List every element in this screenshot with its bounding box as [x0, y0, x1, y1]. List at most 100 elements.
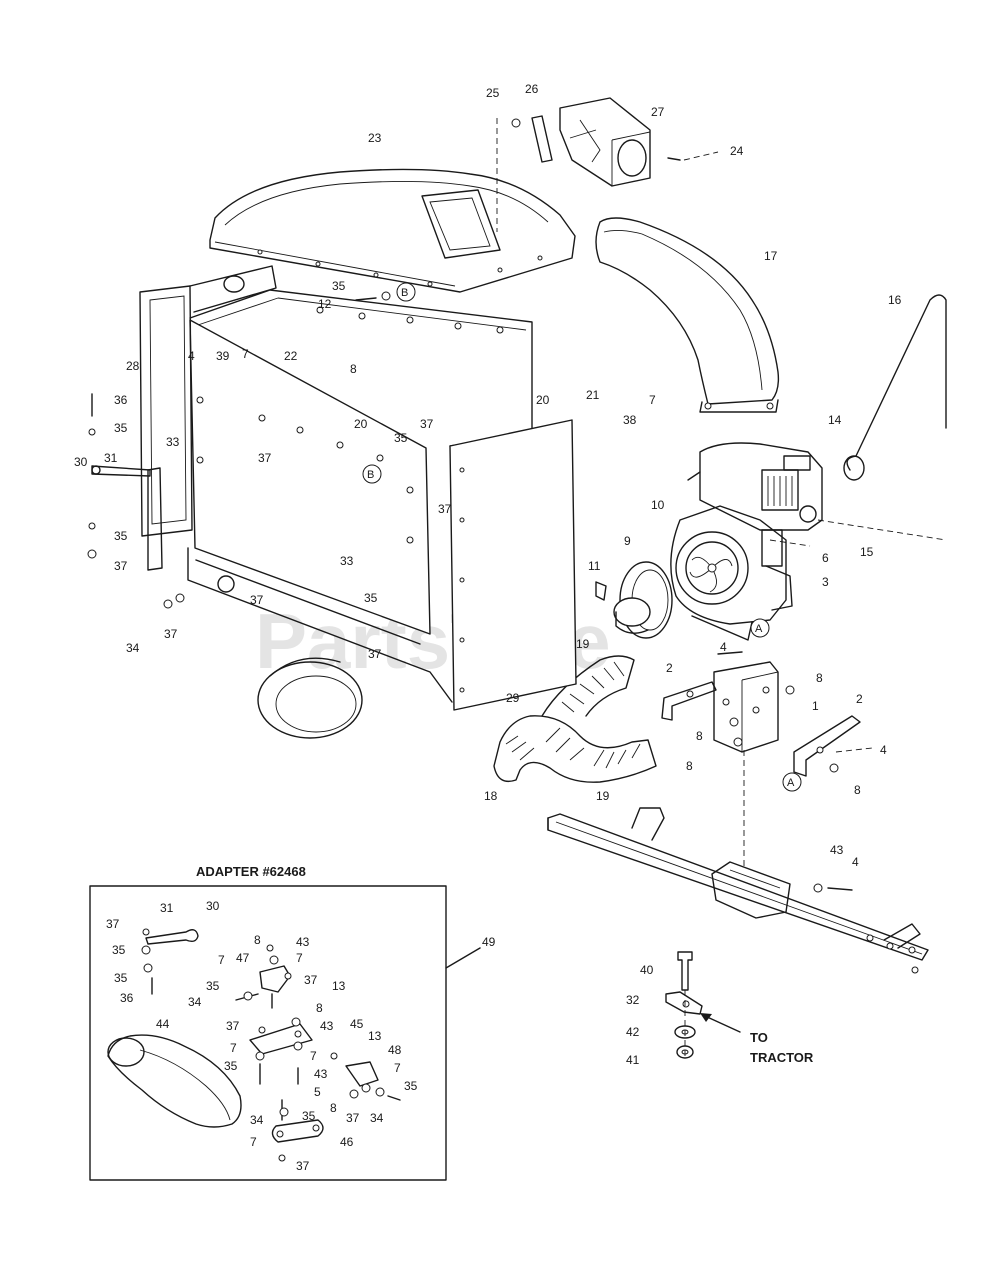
callout-2-b: 2: [856, 692, 863, 706]
adapter-callout-35-e: 35: [404, 1079, 418, 1093]
tractor-arrow: [704, 1015, 741, 1033]
callout-42: 42: [626, 1025, 640, 1039]
adapter-callout-48: 48: [388, 1043, 402, 1057]
callout-33-a: 33: [166, 435, 180, 449]
svg-text:B: B: [367, 469, 374, 481]
adapter-callout-43-c: 43: [314, 1067, 328, 1081]
callout-4-c: 4: [852, 855, 859, 869]
callout-37-g: 37: [368, 647, 382, 661]
callout-14: 14: [828, 413, 842, 427]
callout-7-a: 7: [649, 393, 656, 407]
adapter-callout-43-b: 43: [320, 1019, 334, 1033]
callout-26: 26: [525, 82, 539, 96]
strap-part-2-right: [793, 715, 861, 777]
adapter-callout-8-c: 8: [330, 1101, 337, 1115]
callout-8-d: 8: [854, 783, 861, 797]
adapter-callout-34-b: 34: [370, 1111, 384, 1125]
adapter-callout-7-d: 7: [310, 1049, 317, 1063]
adapter-callout-7-f: 7: [250, 1135, 257, 1149]
adapter-callout-7-b: 7: [218, 953, 225, 967]
adapter-callout-35-d: 35: [224, 1059, 238, 1073]
callout-21: 21: [586, 388, 600, 402]
bolt-part-4-frame: [813, 883, 853, 893]
washer-34-left: [163, 599, 173, 609]
callout-8-c: 8: [686, 759, 693, 773]
svg-text:B: B: [401, 287, 408, 299]
dipstick-part-16: [817, 294, 947, 541]
gasket-part-26: [531, 115, 553, 163]
hood-part-23: [209, 118, 576, 293]
callout-15: 15: [860, 545, 874, 559]
marker-a-engine: A: [750, 618, 770, 638]
adapter-callout-35-a: 35: [112, 943, 126, 957]
svg-text:A: A: [755, 623, 763, 635]
washer-35-left: [88, 428, 96, 436]
hitch-plate-part-32: [665, 991, 703, 1015]
adapter-callout-43-a: 43: [296, 935, 310, 949]
callout-28: 28: [126, 359, 140, 373]
adapter-inset: ADAPTER #62468 49: [89, 864, 496, 1181]
handle-part-30-31: [91, 465, 151, 477]
nut-37-mid: [175, 593, 185, 603]
adapter-callout-37-c: 37: [226, 1019, 240, 1033]
adapter-callout-35-c: 35: [206, 979, 220, 993]
callout-9: 9: [624, 534, 631, 548]
hitch-bolt-part-40: [677, 951, 693, 991]
callout-18: 18: [484, 789, 498, 803]
adapter-callout-44: 44: [156, 1017, 170, 1031]
callout-19-b: 19: [596, 789, 610, 803]
leader-bolt-4: [835, 747, 873, 753]
callout-29: 29: [506, 691, 520, 705]
leader-6: [769, 539, 811, 547]
callout-32: 32: [626, 993, 640, 1007]
adapter-callout-8-a: 8: [254, 933, 261, 947]
callout-34-a: 34: [126, 641, 140, 655]
callout-31: 31: [104, 451, 118, 465]
marker-b-box: B: [362, 464, 382, 484]
callout-4-b: 4: [880, 743, 887, 757]
door-part-28: [139, 265, 277, 571]
callout-23: 23: [368, 131, 382, 145]
clip-part-11: [595, 581, 607, 601]
callout-8-b: 8: [696, 729, 703, 743]
callout-37-e: 37: [250, 593, 264, 607]
callout-20-b: 20: [354, 417, 368, 431]
callout-37-b: 37: [258, 451, 272, 465]
side-panel-part-20: [189, 319, 431, 635]
adapter-callout-46: 46: [340, 1135, 354, 1149]
svg-text:A: A: [787, 777, 795, 789]
adapter-callout-45: 45: [350, 1017, 364, 1031]
callout-35-d: 35: [114, 529, 128, 543]
washer-35-left-b: [88, 522, 96, 530]
tractor-arrowhead: [700, 1013, 712, 1022]
adapter-callout-5: 5: [314, 1085, 321, 1099]
end-panel-part-21: [449, 419, 577, 711]
base-frame: [187, 547, 453, 703]
strap-part-2-left: [661, 681, 717, 721]
adapter-callout-30: 30: [206, 899, 220, 913]
tractor-frame: [547, 807, 929, 974]
adapter-callout-37-b: 37: [304, 973, 318, 987]
adapter-callout-47: 47: [236, 951, 250, 965]
adapter-callout-35-f: 35: [302, 1109, 316, 1123]
callout-38: 38: [623, 413, 637, 427]
callout-22: 22: [284, 349, 298, 363]
callout-1: 1: [812, 699, 819, 713]
engine-part-14: [687, 442, 823, 531]
callout-8-e: 8: [350, 362, 357, 376]
callout-19-a: 19: [576, 637, 590, 651]
callout-2-a: 2: [666, 661, 673, 675]
adapter-callout-31: 31: [160, 901, 174, 915]
callout-17: 17: [764, 249, 778, 263]
marker-a-strap: A: [782, 772, 802, 792]
adapter-ref-49: 49: [482, 935, 496, 949]
adapter-callout-34-a: 34: [188, 995, 202, 1009]
adapter-chute-part-44: [107, 1034, 242, 1128]
callout-33-b: 33: [340, 554, 354, 568]
callout-41: 41: [626, 1053, 640, 1067]
nut-8-c: [733, 737, 743, 747]
callout-20-a: 20: [536, 393, 550, 407]
callout-24: 24: [730, 144, 744, 158]
adapter-callout-37-a: 37: [106, 917, 120, 931]
hood-hardware: [355, 291, 391, 301]
